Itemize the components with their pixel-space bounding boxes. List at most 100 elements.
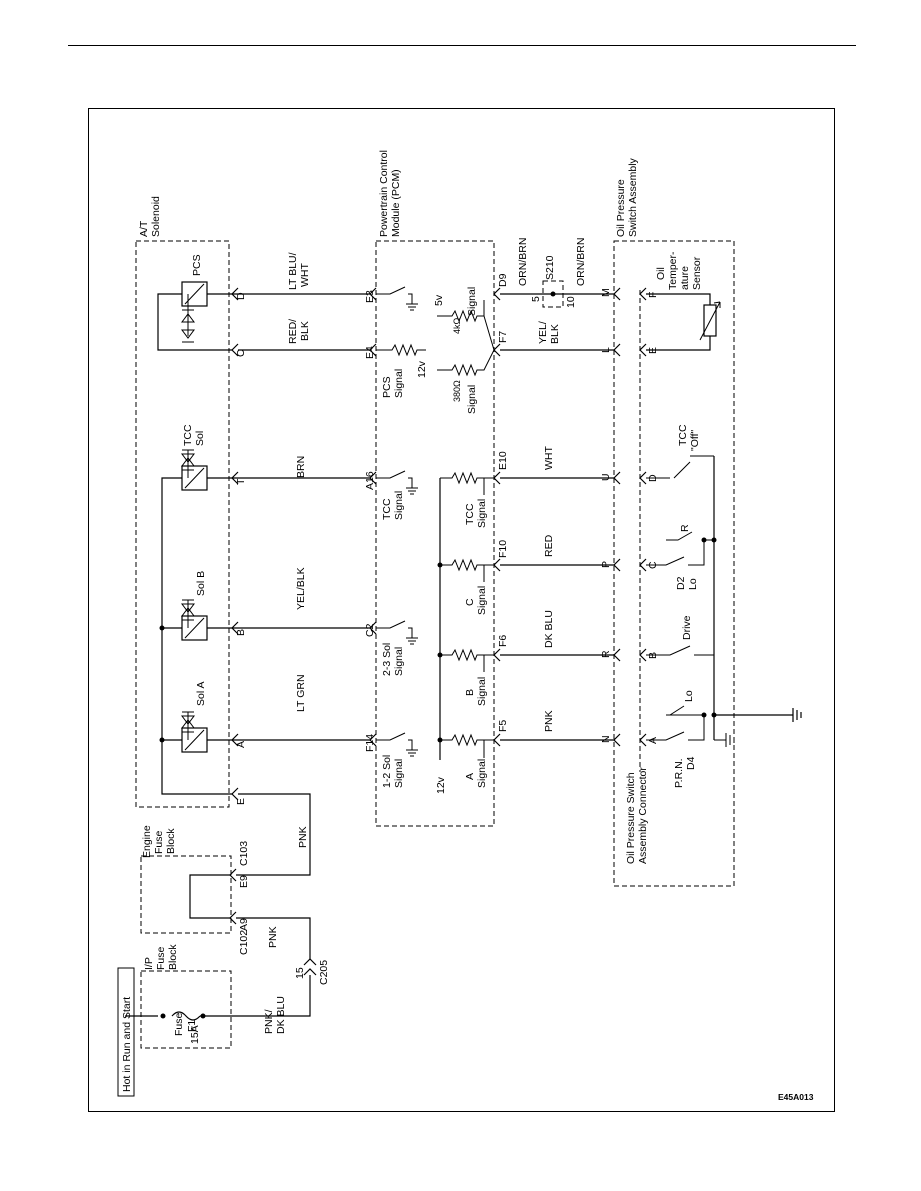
pin-r-connector bbox=[613, 648, 621, 662]
sol-pin-d: D bbox=[235, 292, 247, 300]
sig-pcs-label-1: PCS bbox=[381, 376, 393, 398]
sw-prnd4-label-2: D4 bbox=[685, 756, 697, 770]
wire-lt-blu-wht-label-1: LT BLU/ bbox=[287, 252, 299, 290]
at-solenoid-label-1: A/T bbox=[138, 220, 150, 237]
fuse-terminal-2 bbox=[200, 1013, 206, 1019]
ops-pin-l: L bbox=[600, 347, 612, 353]
pin-t-connector bbox=[231, 471, 239, 485]
splice-s210-box bbox=[542, 280, 564, 308]
switch-d2-lo-icon bbox=[646, 531, 714, 566]
pcm-label-1: Powertrain Control bbox=[378, 150, 390, 237]
pullup-b bbox=[440, 648, 494, 662]
ip-fuse-block-label-1: I/P bbox=[143, 957, 155, 970]
sig-in-tcc-label-2: Signal bbox=[476, 499, 488, 528]
oil-pressure-switch-box bbox=[613, 240, 735, 887]
engine-fuse-block-label-3: Block bbox=[165, 828, 177, 854]
splice-s210-label: S210 bbox=[544, 255, 556, 280]
sol-b-label: Sol B bbox=[195, 571, 207, 596]
pin-p-connector bbox=[613, 558, 621, 572]
c102-label: C102 bbox=[238, 930, 250, 955]
ground-junction-1 bbox=[711, 712, 717, 718]
sig-in-b-label-2: Signal bbox=[476, 677, 488, 706]
pin-e-connector bbox=[231, 787, 239, 801]
ip-fuse-block-label-3: Block bbox=[167, 944, 179, 970]
sig-12sol-label-1: 1-2 Sol bbox=[381, 755, 393, 788]
fuse-feed-wire bbox=[125, 975, 311, 1021]
ops-sw-pin-a: A bbox=[647, 737, 659, 744]
tcc-sol-label-2: Sol bbox=[194, 431, 206, 446]
tcc-sol-label-1: TCC bbox=[182, 424, 194, 446]
wire-red-blk-label-1: RED/ bbox=[287, 319, 299, 344]
pcm-pin-f10: F10 bbox=[497, 540, 509, 558]
temp-5v-resistor bbox=[437, 309, 495, 351]
pcm-pin-a16: A16 bbox=[364, 471, 376, 490]
wire-orn-brn-label-1: ORN/BRN bbox=[517, 238, 529, 286]
pin-e3-connector bbox=[369, 287, 377, 301]
wire-red-label: RED bbox=[543, 534, 555, 557]
wire-pnk-label-2: PNK bbox=[297, 826, 309, 848]
wire-dk-blu-label: DK BLU bbox=[543, 610, 555, 648]
sw-d2lo-label-2: Lo bbox=[687, 578, 699, 590]
wire-brn-label: BRN bbox=[295, 456, 307, 478]
ops-pin-b bbox=[639, 648, 647, 662]
sw-r-label: R bbox=[679, 524, 691, 532]
pcm-pin-e3: E3 bbox=[364, 290, 376, 303]
a9-connector bbox=[229, 911, 237, 925]
ops-pin-a bbox=[639, 733, 647, 747]
temp-sensor-label-1: Oil bbox=[655, 267, 667, 280]
c205-label: C205 bbox=[318, 960, 330, 985]
v5-label: 5v bbox=[433, 294, 445, 306]
pin-e10-connector bbox=[493, 471, 501, 485]
wire-pnk-label-1: PNK bbox=[267, 926, 279, 948]
diagram-frame bbox=[88, 108, 835, 1112]
splice-pin-5: 5 bbox=[530, 296, 542, 302]
driver-e3-icon bbox=[376, 286, 418, 311]
sig-23sol-label-2: Signal bbox=[393, 647, 405, 676]
fuse-amp-label: 15A bbox=[189, 1025, 201, 1044]
driver-1-2-sol-icon bbox=[376, 732, 418, 757]
sw-d2lo-label-1: D2 bbox=[675, 576, 687, 590]
sol-b-coil-slash bbox=[184, 617, 205, 639]
temp-sensor-wire bbox=[646, 293, 711, 351]
temp-sensor-label-3: ature bbox=[679, 266, 691, 290]
wire-lt-blu-wht-label-2: WHT bbox=[299, 263, 311, 287]
sig-in-b-label-1: B bbox=[464, 689, 476, 696]
hot-label-box bbox=[117, 967, 135, 1097]
ops-pin-u: U bbox=[600, 473, 612, 481]
pcm-pin-c2: C2 bbox=[364, 623, 376, 637]
pcs-return-wire bbox=[157, 293, 232, 351]
ops-sw-pin-f: F bbox=[647, 292, 659, 298]
external-ground-wire bbox=[714, 708, 802, 722]
sig-temp-label-2: Signal bbox=[466, 385, 478, 414]
ops-pin-p: P bbox=[600, 561, 612, 568]
ip-fuse-block-label-2: Fuse bbox=[155, 946, 167, 970]
pcm-pin-f7: F7 bbox=[497, 331, 509, 343]
ops-pin-r: R bbox=[600, 650, 612, 658]
sol-pin-a: A bbox=[235, 741, 247, 748]
pin-u-connector bbox=[613, 471, 621, 485]
ops-pin-d bbox=[639, 471, 647, 485]
ops-sw-pin-b: B bbox=[647, 652, 659, 659]
at-solenoid-box bbox=[135, 240, 230, 808]
tcc-sol-coil-slash bbox=[184, 467, 205, 489]
solenoid-feed-bus bbox=[161, 477, 232, 795]
sw-tcc-off-label-2: "Off" bbox=[689, 429, 701, 451]
pnk-ignition-wire bbox=[236, 793, 311, 876]
sig-23sol-label-1: 2-3 Sol bbox=[381, 643, 393, 676]
wire-lt-grn-label: LT GRN bbox=[295, 674, 307, 712]
ops-assembly-label-2: Switch Assembly bbox=[627, 157, 639, 237]
tcc-sol-diode-icon bbox=[181, 449, 195, 478]
wire-orn-brn-label-2: ORN/BRN bbox=[575, 238, 587, 286]
pin-d9-connector bbox=[493, 287, 501, 301]
pin-f5-connector bbox=[493, 733, 501, 747]
pin-c-connector bbox=[231, 343, 239, 357]
sig-tcc-label-2: Signal bbox=[393, 491, 405, 520]
pcm-label-2: Module (PCM) bbox=[390, 169, 402, 237]
temp-sensor-icon bbox=[703, 304, 717, 337]
wire-pnk-dkblu-label-1: PNK/ bbox=[263, 1009, 275, 1034]
r-380-label: 380Ω bbox=[452, 380, 462, 402]
c103-label: C103 bbox=[238, 841, 250, 866]
sw-tcc-off-label-1: TCC bbox=[677, 424, 689, 446]
at-solenoid-label-2: Solenoid bbox=[150, 196, 162, 237]
